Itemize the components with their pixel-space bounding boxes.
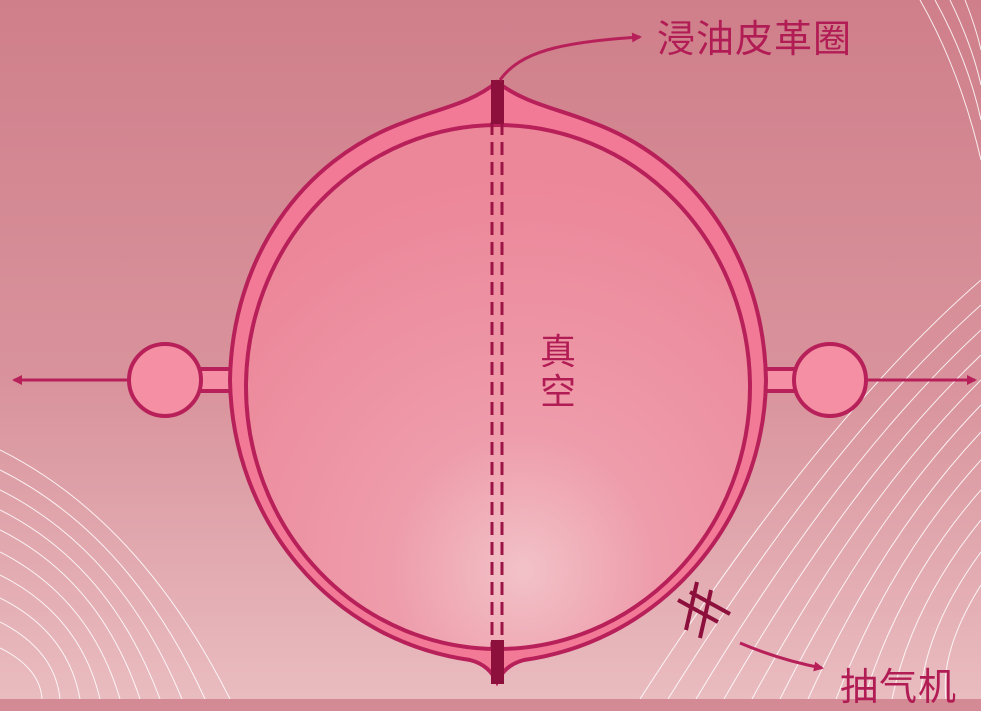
- air-pump-label: 抽气机: [840, 665, 958, 709]
- leather-ring-label: 浸油皮革圈: [657, 17, 853, 61]
- vacuum-label-line-1: 真: [539, 332, 576, 373]
- vacuum-label-line-2: 空: [539, 372, 576, 413]
- decorative-lines-bottom-left: [0, 449, 231, 699]
- decorative-lines-top-right: [919, 0, 981, 161]
- valve-icon: [677, 581, 731, 639]
- right-handle-ring: [792, 342, 868, 418]
- leather-ring-seal-top: [491, 80, 504, 124]
- vacuum-label: 真 空: [536, 333, 580, 413]
- ring-pointer-arrow: [498, 32, 642, 81]
- decorative-lines-bottom-right: [639, 279, 981, 699]
- pump-pointer-arrow: [739, 641, 824, 672]
- vacuum-chamber: [244, 123, 752, 651]
- left-handle-ring: [127, 342, 203, 418]
- leather-ring-seal-bottom: [491, 640, 504, 684]
